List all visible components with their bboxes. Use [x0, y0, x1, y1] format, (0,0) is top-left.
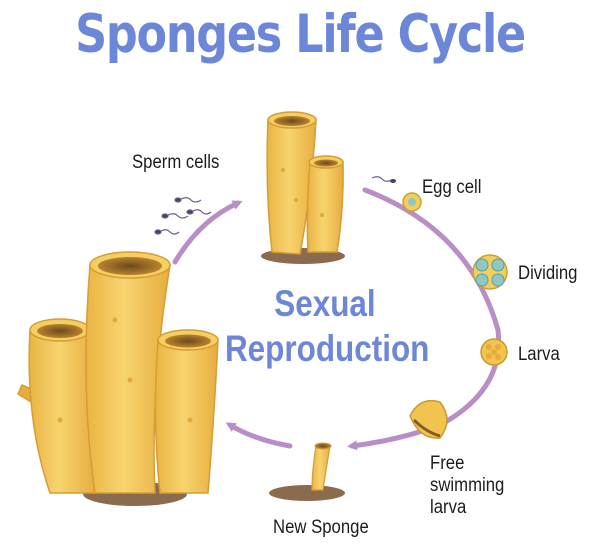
egg-cell-icon: [371, 176, 422, 212]
center-label-line1: Sexual: [274, 283, 376, 324]
label-free-swimming-line3: larva: [430, 497, 467, 518]
cycle-arrow: [225, 422, 293, 449]
label-larva: Larva: [518, 344, 560, 365]
adult-sponge-large: [17, 251, 219, 506]
cycle-arrow: [362, 187, 502, 428]
label-free-swimming-line2: swimming: [430, 475, 505, 496]
new-sponge-illustration: [269, 442, 345, 501]
label-new-sponge: New Sponge: [273, 517, 369, 538]
larva-icon: [480, 338, 508, 366]
cycle-arrow: [172, 200, 243, 265]
adult-sponge-top: [261, 111, 345, 264]
free-swimming-larva-icon: [409, 399, 448, 439]
label-dividing: Dividing: [518, 263, 578, 284]
label-egg-cell: Egg cell: [422, 177, 482, 198]
center-label-line2: Reproduction: [224, 328, 430, 369]
dividing-cells-icon: [472, 254, 508, 290]
diagram-title: Sponges Life Cycle: [75, 4, 526, 65]
label-sperm-cells: Sperm cells: [132, 152, 220, 173]
sperm-cells-icon: [154, 197, 212, 235]
label-free-swimming-line1: Free: [430, 453, 465, 474]
